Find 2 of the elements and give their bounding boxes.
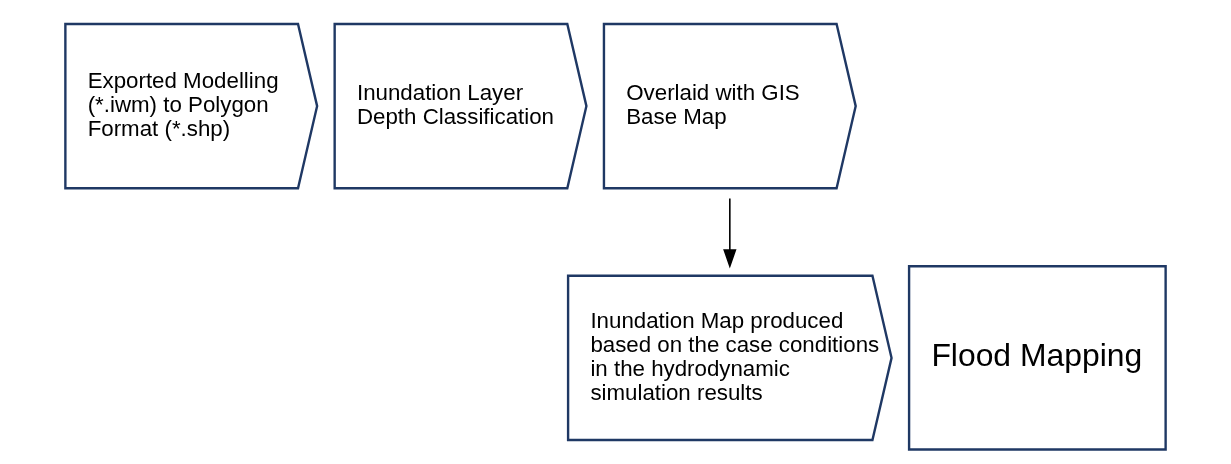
arrow [723,197,737,269]
node-box: Flood Mapping [907,265,1167,451]
